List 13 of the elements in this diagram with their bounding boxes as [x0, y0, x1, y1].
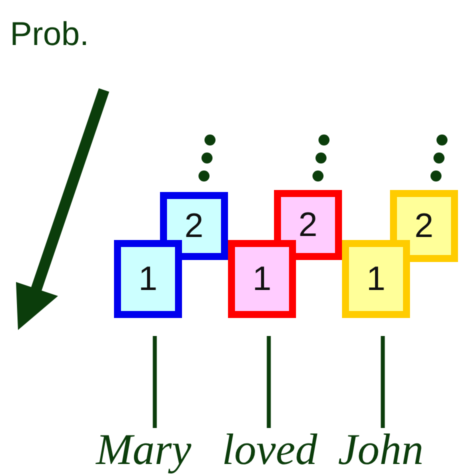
connector-line — [380, 336, 385, 428]
word-label: John — [338, 428, 424, 472]
candidate-box: 2 — [274, 190, 342, 260]
candidate-box: 2 — [390, 190, 458, 262]
connector-line — [266, 336, 271, 428]
candidate-box: 1 — [342, 240, 410, 318]
word-label: loved — [222, 428, 318, 472]
axis-label: Prob. — [10, 16, 89, 52]
candidate-box: 1 — [228, 240, 296, 318]
candidate-box: 1 — [114, 240, 182, 318]
word-label: Mary — [96, 428, 192, 472]
connector-line — [152, 336, 157, 428]
candidate-box: 2 — [160, 192, 228, 260]
